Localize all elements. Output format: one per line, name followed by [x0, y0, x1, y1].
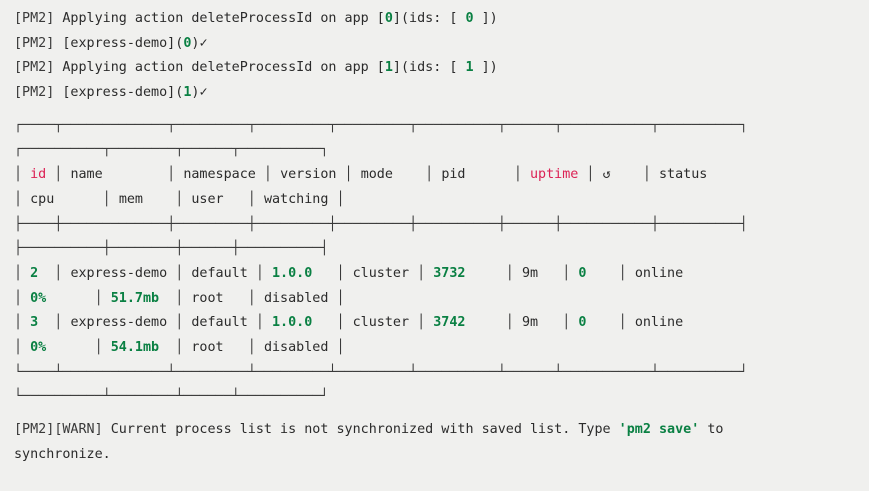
- cell-user: root: [191, 290, 224, 306]
- cell-name: express-demo: [70, 315, 168, 331]
- log-prefix: [PM2]: [14, 60, 63, 76]
- table-border-mid-primary: ├────┼─────────────┼─────────┼─────────┼…: [14, 216, 748, 232]
- header-cell-version[interactable]: version: [280, 167, 337, 183]
- table-row[interactable]: │ 3 │ express-demo │ default │ 1.0.0 │ c…: [14, 315, 684, 331]
- log-app-name: [express-demo](: [62, 35, 184, 51]
- header-cell-status[interactable]: status: [659, 167, 708, 183]
- cell-restarts: 0: [578, 265, 587, 281]
- pm2-process-table: ┌────┬─────────────┬─────────┬─────────┬…: [0, 114, 869, 410]
- cell-pid: 3742: [433, 315, 466, 331]
- cell-id: 3: [30, 315, 39, 331]
- table-row-secondary[interactable]: │ 0% │ 54.1mb │ root │ disabled │: [14, 340, 345, 356]
- log-message: Applying action deleteProcessId on app [: [62, 60, 385, 76]
- header-cell-name[interactable]: name: [70, 167, 103, 183]
- restart-icon: ↺: [602, 167, 611, 183]
- table-border-bottom-secondary: └──────────┴────────┴──────┴──────────┘: [14, 389, 329, 405]
- check-icon: ✓: [199, 35, 208, 51]
- table-row-secondary[interactable]: │ 0% │ 51.7mb │ root │ disabled │: [14, 290, 345, 306]
- cell-uptime: 9m: [521, 315, 539, 331]
- cell-cpu: 0%: [30, 340, 47, 356]
- log-app-index: 1: [183, 85, 192, 101]
- table-row[interactable]: │ 2 │ express-demo │ default │ 1.0.0 │ c…: [14, 265, 684, 281]
- log-app-index: 0: [384, 11, 393, 26]
- log-app-index: 0: [183, 35, 192, 51]
- header-cell-pid[interactable]: pid: [441, 167, 466, 183]
- log-ids-value: 1: [465, 60, 474, 76]
- log-line-delete-0: [PM2] Applying action deleteProcessId on…: [0, 7, 869, 32]
- header-cell-mem[interactable]: mem: [118, 191, 143, 207]
- cell-status: online: [634, 315, 684, 331]
- log-app-name: [express-demo](: [62, 85, 184, 101]
- header-cell-cpu[interactable]: cpu: [30, 191, 55, 207]
- warning-text: Current process list is not synchronized…: [102, 422, 619, 438]
- cell-mem: 54.1mb: [110, 340, 160, 356]
- cell-namespace: default: [191, 265, 248, 281]
- cell-restarts: 0: [578, 315, 587, 331]
- cell-name: express-demo: [70, 265, 168, 281]
- warning-line-1: [PM2][WARN] Current process list is not …: [0, 418, 869, 443]
- table-top-spacer: [0, 106, 869, 114]
- warning-text-end: to: [699, 422, 724, 438]
- cell-watching: disabled: [263, 290, 329, 306]
- warning-command: 'pm2 save': [618, 422, 700, 438]
- log-prefix: [PM2]: [14, 35, 63, 51]
- log-message-cont: ](ids: [: [392, 11, 466, 26]
- log-line-stopped-1: [PM2] [express-demo](1)✓: [0, 81, 869, 106]
- table-border-top-secondary: ┌──────────┬────────┬──────┬──────────┐: [14, 142, 329, 158]
- header-cell-user[interactable]: user: [191, 191, 224, 207]
- log-close-paren: ): [191, 35, 200, 51]
- header-cell-mode[interactable]: mode: [360, 167, 393, 183]
- cell-id: 2: [30, 265, 39, 281]
- log-message-end: ]): [473, 11, 498, 26]
- check-icon: ✓: [199, 85, 208, 101]
- table-header-row-primary: │ id │ name │ namespace │ version │ mode…: [14, 167, 708, 183]
- cell-mode: cluster: [352, 265, 410, 281]
- cell-mode: cluster: [352, 315, 410, 331]
- cell-user: root: [191, 340, 224, 356]
- cell-pid: 3732: [433, 265, 466, 281]
- warning-tag-pm2: [PM2]: [14, 422, 55, 438]
- log-line-stopped-0: [PM2] [express-demo](0)✓: [0, 32, 869, 57]
- header-cell-id[interactable]: id: [30, 167, 47, 183]
- log-message-cont: ](ids: [: [392, 60, 466, 76]
- log-app-index: 1: [384, 60, 393, 76]
- log-message-end: ]): [473, 60, 498, 76]
- warning-line-2: synchronize.: [14, 446, 111, 462]
- log-prefix: [PM2]: [14, 85, 63, 101]
- cell-version: 1.0.0: [272, 265, 313, 281]
- log-prefix: [PM2]: [14, 11, 63, 26]
- table-border-top-primary: ┌────┬─────────────┬─────────┬─────────┬…: [14, 117, 748, 133]
- cell-watching: disabled: [263, 340, 329, 356]
- table-border-bottom-primary: └────┴─────────────┴─────────┴─────────┴…: [14, 364, 748, 380]
- log-ids-value: 0: [465, 11, 474, 26]
- cell-cpu: 0%: [30, 290, 47, 306]
- cell-namespace: default: [191, 315, 248, 331]
- table-header-row-secondary: │ cpu │ mem │ user │ watching │: [14, 191, 345, 207]
- cell-mem: 51.7mb: [110, 290, 160, 306]
- cell-uptime: 9m: [521, 265, 539, 281]
- warning-tag-warn: [WARN]: [54, 422, 103, 438]
- header-cell-namespace[interactable]: namespace: [183, 167, 256, 183]
- cell-status: online: [634, 265, 684, 281]
- cell-version: 1.0.0: [272, 315, 313, 331]
- log-message: Applying action deleteProcessId on app [: [62, 11, 385, 26]
- log-line-delete-1: [PM2] Applying action deleteProcessId on…: [0, 56, 869, 81]
- header-cell-watching[interactable]: watching: [263, 191, 329, 207]
- header-cell-uptime[interactable]: uptime: [530, 167, 579, 183]
- log-close-paren: ): [191, 85, 200, 101]
- pm2-warning-block: [PM2][WARN] Current process list is not …: [0, 410, 869, 467]
- pm2-log-output: [PM2] Applying action deleteProcessId on…: [0, 0, 869, 106]
- table-border-mid-secondary: ├──────────┼────────┼──────┼──────────┤: [14, 241, 329, 257]
